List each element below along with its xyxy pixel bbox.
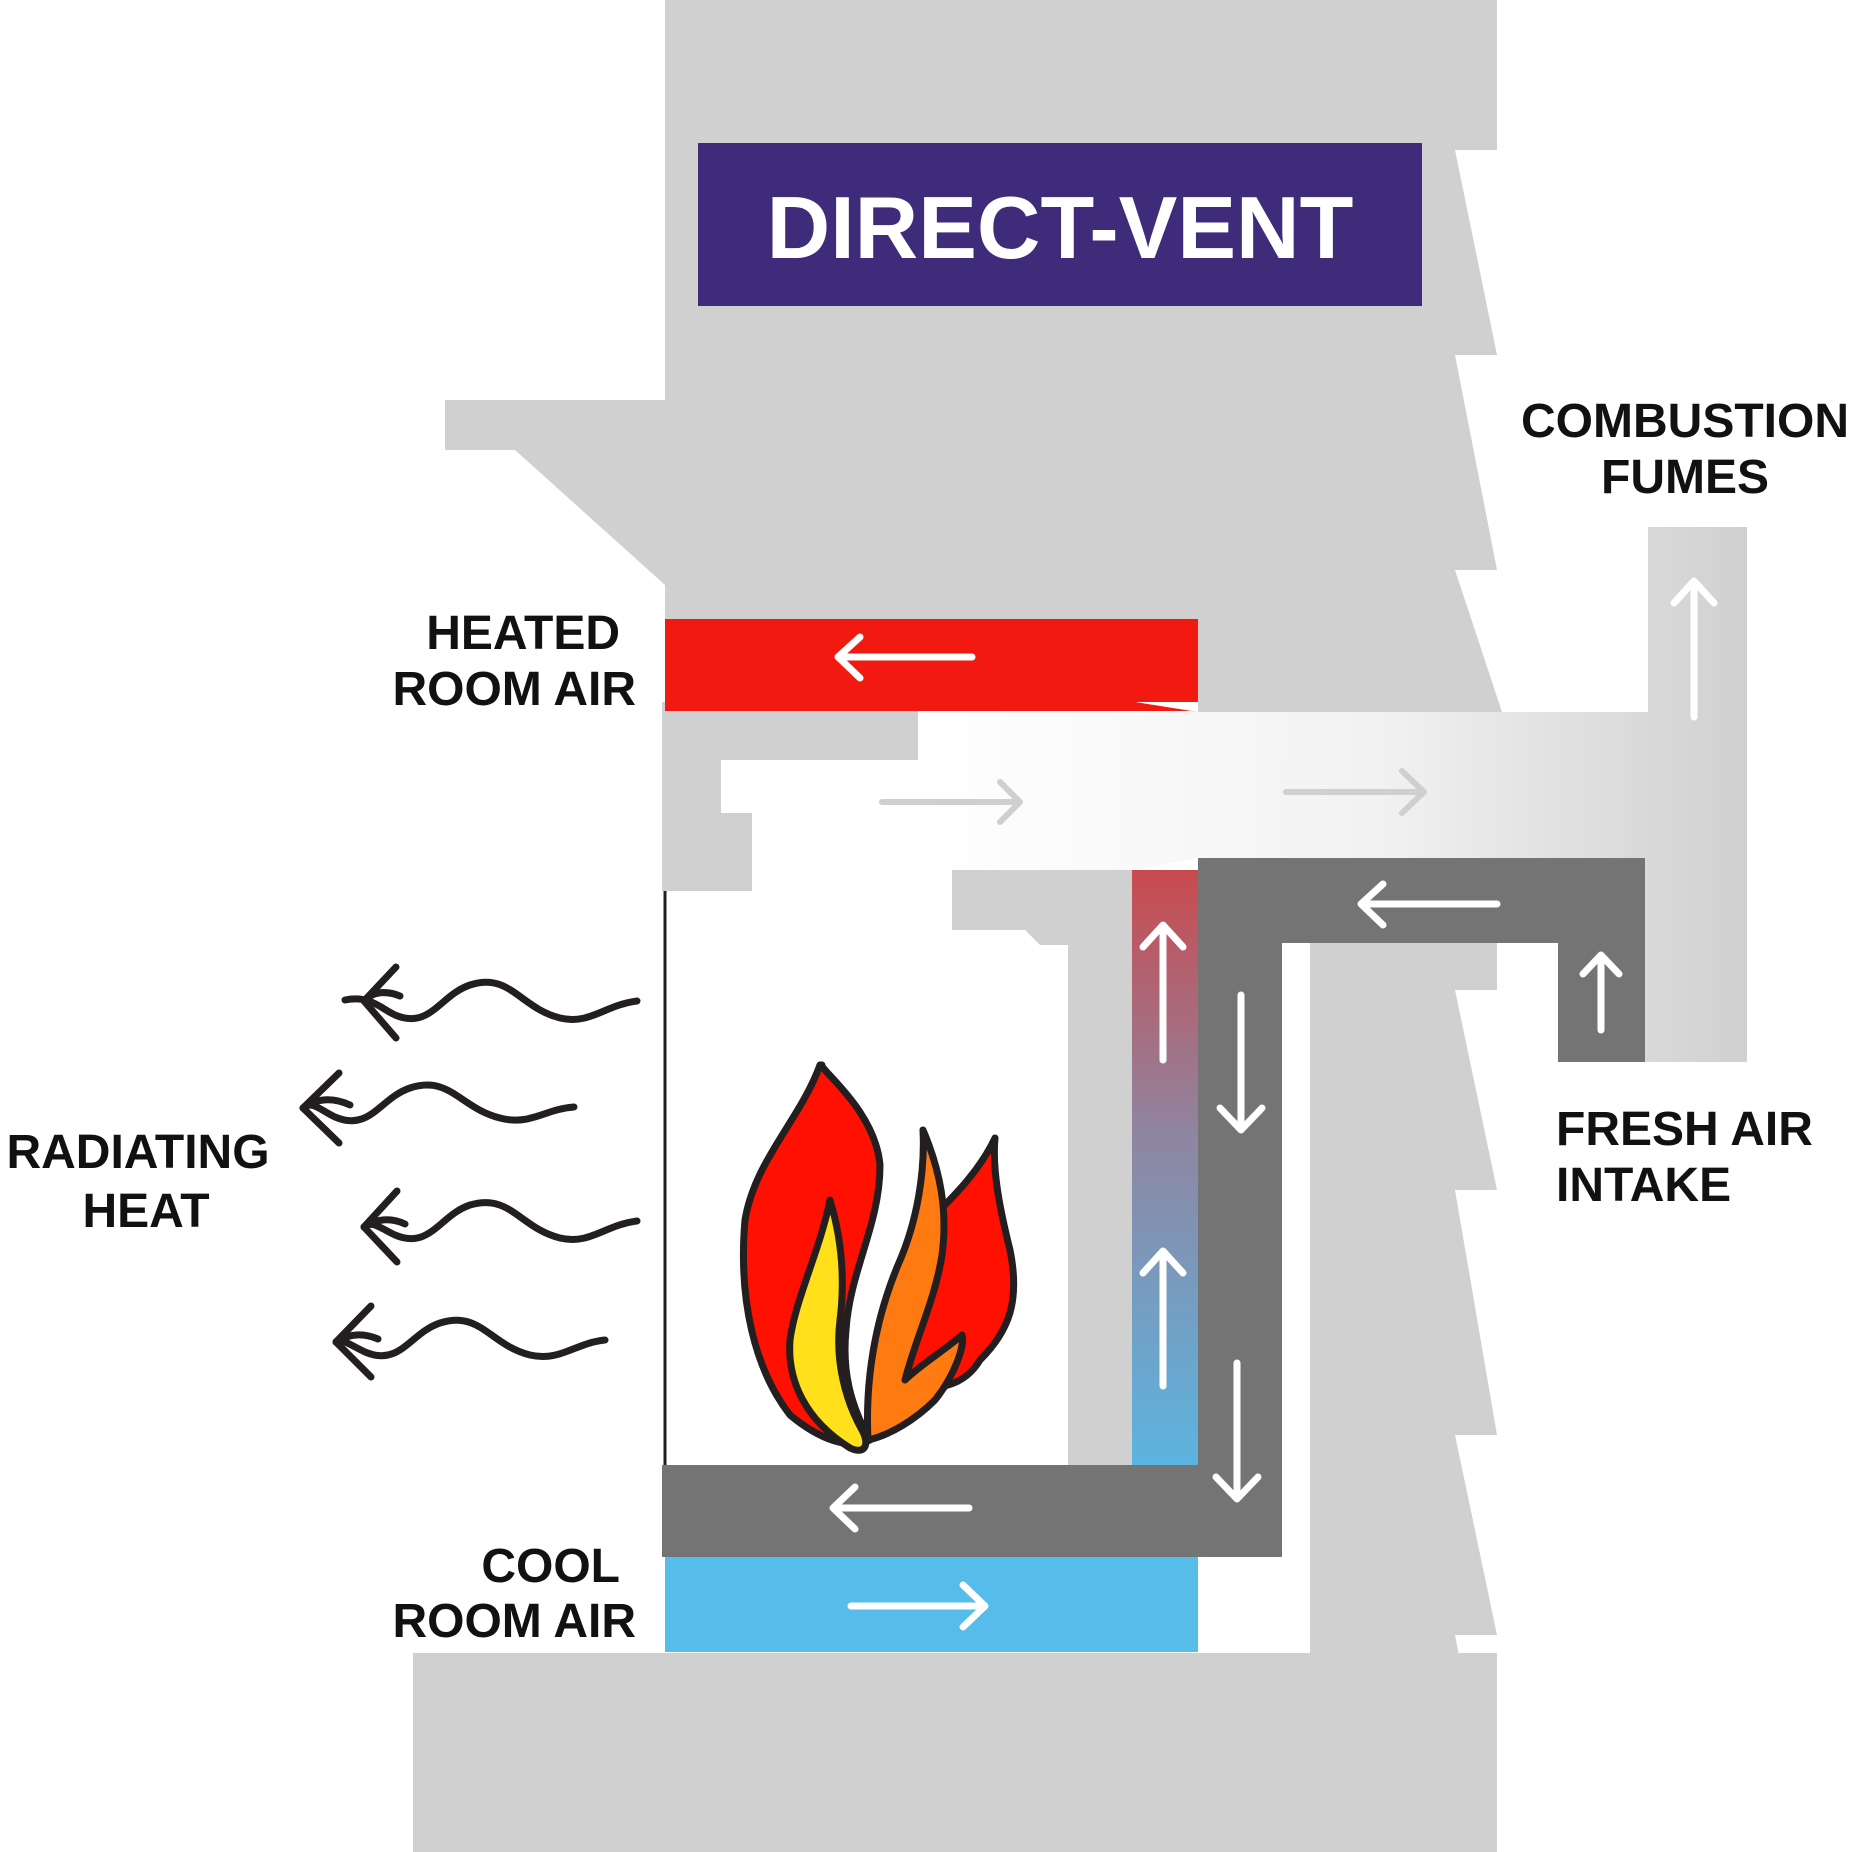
arrow-down-icon xyxy=(1212,1359,1262,1503)
heat-wave-icon xyxy=(360,1187,641,1266)
heat-wave-icon xyxy=(341,963,641,1042)
label-cool-room-air: COOL ROOM AIR xyxy=(392,1540,636,1648)
cool-room-air-line2: ROOM AIR xyxy=(392,1595,636,1648)
fresh-air-intake-line1: FRESH AIR xyxy=(1556,1103,1813,1156)
combustion-fumes-line1: COMBUSTION xyxy=(1521,395,1849,448)
title-banner: DIRECT-VENT xyxy=(698,143,1422,306)
label-heated-room-air: HEATED ROOM AIR xyxy=(392,607,636,716)
heat-wave-icon xyxy=(332,1302,609,1381)
arrow-right-icon xyxy=(1283,768,1427,816)
heated-room-air-line1: HEATED xyxy=(426,607,620,660)
arrow-right-icon xyxy=(847,1581,989,1631)
title-text: DIRECT-VENT xyxy=(767,178,1354,277)
label-fresh-air-intake: FRESH AIR INTAKE xyxy=(1556,1103,1813,1212)
arrow-down-icon xyxy=(1216,991,1266,1134)
combustion-fumes-line2: FUMES xyxy=(1601,451,1769,504)
fresh-air-duct xyxy=(662,858,1645,1557)
arrow-up-icon xyxy=(1579,951,1623,1034)
label-combustion-fumes: COMBUSTION FUMES xyxy=(1521,395,1849,504)
cool-room-air-line1: COOL xyxy=(481,1540,620,1593)
fresh-air-intake-line2: INTAKE xyxy=(1556,1159,1731,1212)
heated-room-air-line2: ROOM AIR xyxy=(392,663,636,716)
radiating-heat-line2: HEAT xyxy=(82,1185,209,1238)
airflow-arrows xyxy=(829,577,1718,1631)
radiating-heat-waves xyxy=(299,963,641,1381)
flame-icon xyxy=(739,1061,1018,1454)
arrow-right-icon xyxy=(879,779,1023,825)
label-radiating-heat: RADIATING HEAT xyxy=(6,1126,269,1238)
arrow-up-icon xyxy=(1139,921,1187,1064)
arrow-left-icon xyxy=(829,1483,973,1533)
heated-air-outlet xyxy=(665,619,1198,711)
arrow-up-icon xyxy=(1139,1247,1187,1390)
radiating-heat-line1: RADIATING xyxy=(6,1126,269,1179)
arrow-up-icon xyxy=(1670,577,1718,721)
heat-wave-icon xyxy=(299,1069,578,1147)
arrow-left-icon xyxy=(834,633,976,682)
arrow-left-icon xyxy=(1357,880,1501,929)
